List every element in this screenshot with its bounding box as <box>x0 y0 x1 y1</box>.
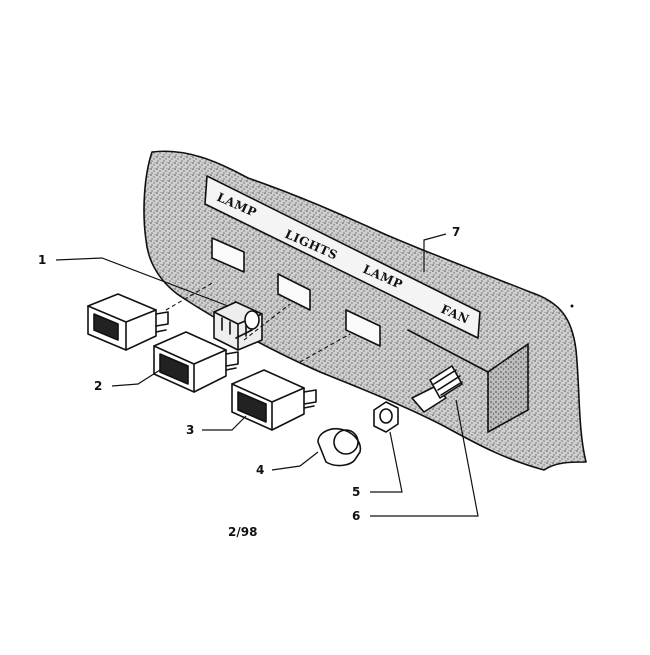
callout-7: 7 <box>452 225 460 239</box>
window-opening-2 <box>277 273 311 311</box>
window-opening-1 <box>211 237 245 273</box>
leader-line-7 <box>423 233 447 272</box>
label-strip <box>204 175 481 339</box>
control-shaft-part <box>411 365 463 413</box>
revision-code: 2/98 <box>228 525 257 539</box>
fan-switch-block <box>487 343 529 433</box>
nut-part <box>373 401 399 433</box>
leader-line-2 <box>111 369 161 387</box>
leader-line-1 <box>55 257 229 307</box>
knob-part <box>317 427 362 467</box>
callout-3: 3 <box>186 423 194 437</box>
alignment-line-3 <box>299 333 351 363</box>
stray-dot <box>570 304 574 308</box>
rocker-switch-3 <box>231 369 317 431</box>
switch-bracket-part <box>213 301 263 351</box>
callout-1: 1 <box>38 253 46 267</box>
rocker-switch-2 <box>153 331 239 393</box>
callout-4: 4 <box>256 463 264 477</box>
callout-2: 2 <box>94 379 102 393</box>
control-panel <box>143 150 587 471</box>
alignment-line-1 <box>165 281 215 311</box>
callout-5: 5 <box>352 485 360 499</box>
leader-line-5 <box>370 431 403 493</box>
rocker-switch-top <box>87 293 169 351</box>
leader-line-6 <box>370 399 479 517</box>
leader-line-4 <box>271 451 319 471</box>
leader-line-3 <box>202 415 247 431</box>
window-opening-3 <box>345 309 381 347</box>
alignment-line-2 <box>243 303 291 341</box>
callout-6: 6 <box>352 509 360 523</box>
